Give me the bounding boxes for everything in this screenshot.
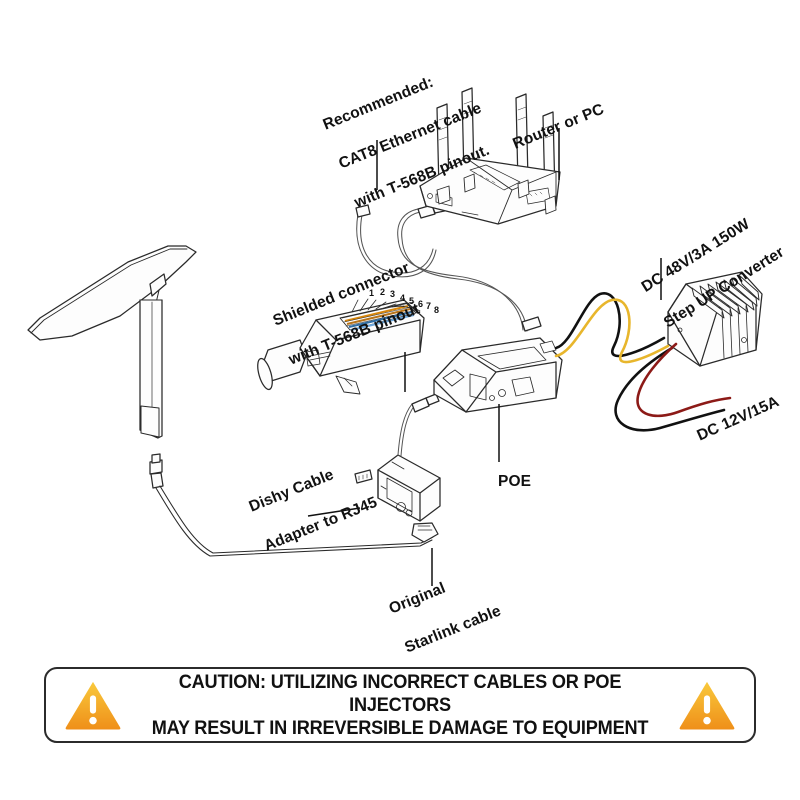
poe-injector (433, 337, 563, 413)
pin-number-1: 1 (369, 288, 375, 298)
label-recommended-t568b: T-568B (385, 162, 440, 198)
label-poe: POE (498, 473, 532, 490)
wire-48v-negative (554, 292, 666, 358)
label-shielded-t568b: T-568B (319, 319, 374, 355)
dishy-rj45-adapter (354, 454, 441, 543)
pin-number-5: 5 (409, 296, 415, 306)
connector-pin-lines (341, 298, 421, 327)
wire-48v-positive (554, 298, 670, 364)
caution-text: CAUTION: UTILIZING INCORRECT CABLES OR P… (151, 670, 649, 739)
warning-triangle-icon (65, 681, 121, 730)
t568b-conductors (344, 304, 415, 332)
original-starlink-cable (155, 485, 434, 557)
wire-12v-negative (614, 346, 726, 432)
connector-tail (335, 375, 361, 395)
pin-number-7: 7 (426, 301, 432, 311)
label-recommended-line3-post: pinout. (432, 141, 492, 179)
dishy-cable-plug (149, 453, 164, 489)
adapter-to-poe-cable (397, 393, 440, 457)
router-device (419, 87, 561, 225)
warning-triangle-icon-right (679, 681, 735, 730)
pin-number-6: 6 (418, 299, 424, 309)
leader-lines (307, 128, 662, 586)
pin-number-2: 2 (380, 287, 386, 297)
cat8-ethernet-cable (355, 204, 437, 278)
label-original-line1: Original (386, 579, 448, 618)
pin-number-8: 8 (434, 305, 440, 315)
step-up-converter (667, 271, 763, 367)
starlink-dish (27, 245, 197, 439)
label-original-line2: Starlink cable (402, 602, 504, 657)
caution-banner: CAUTION: UTILIZING INCORRECT CABLES OR P… (44, 667, 756, 743)
label-dishy-line1: Dishy Cable (246, 466, 337, 516)
pin-number-4: 4 (400, 293, 406, 303)
pin-number-3: 3 (390, 289, 396, 299)
wire-12v-positive (636, 342, 732, 418)
